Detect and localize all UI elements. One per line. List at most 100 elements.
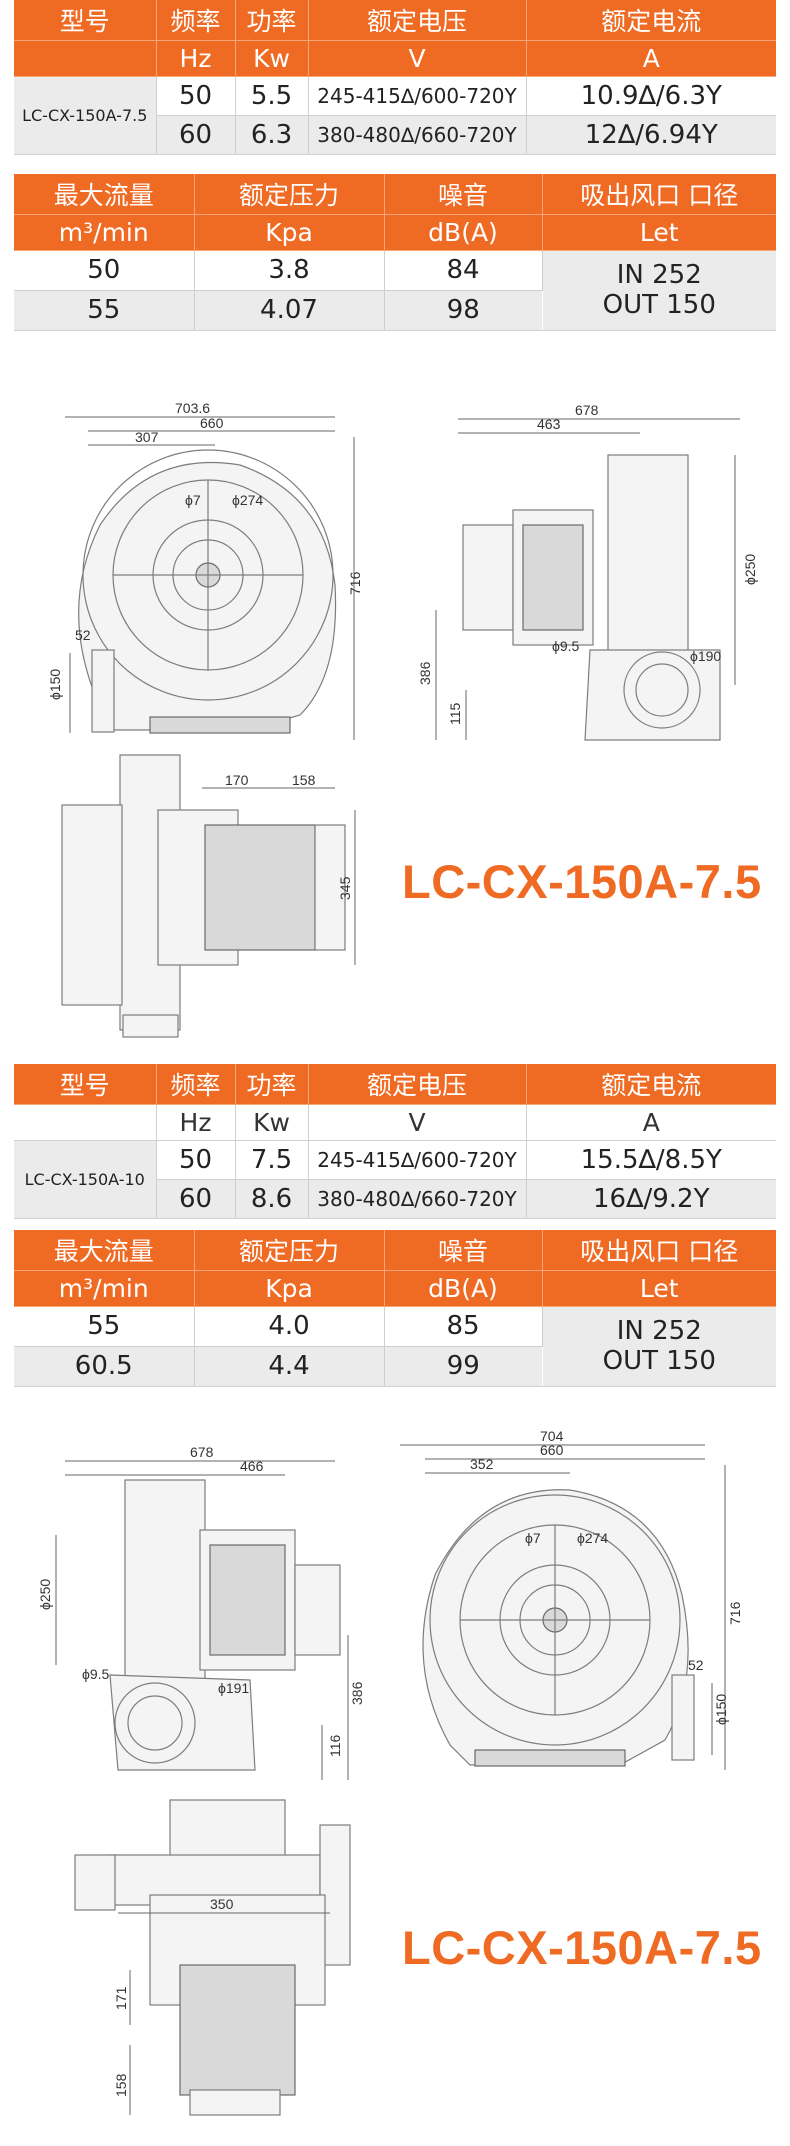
hz-cell: 60 [156, 115, 236, 155]
dim-158: 158 [113, 2073, 129, 2097]
dim-115: 115 [447, 702, 463, 725]
model-title-1: LC-CX-150A-7.5 [402, 855, 762, 908]
hdr-voltage: 额定电压 [308, 0, 527, 41]
perf-table-1: 最大流量 额定压力 噪音 吸出风口 口径 m³/min Kpa dB(A) Le… [14, 174, 776, 331]
unit-a: A [526, 1104, 776, 1141]
port-cell: IN 252 OUT 150 [542, 250, 776, 331]
front-view-2: 704 660 352 716 ϕ7 ϕ274 52 ϕ150 [400, 1428, 743, 1770]
dim-phi274: ϕ274 [577, 1530, 608, 1546]
dim-660: 660 [540, 1442, 564, 1458]
noise-cell: 84 [384, 250, 543, 291]
dim-352: 352 [470, 1456, 494, 1472]
hdr-model-blank [14, 1104, 157, 1141]
unit-flow: m³/min [14, 1270, 195, 1307]
hdr-model-blank [14, 40, 157, 77]
hdr-voltage: 额定电压 [308, 1064, 527, 1105]
dim-phi150: ϕ150 [47, 669, 63, 700]
port-cell: IN 252 OUT 150 [542, 1306, 776, 1387]
current-cell: 12∆/6.94Y [526, 115, 776, 155]
dim-171: 171 [113, 1986, 129, 2010]
voltage-cell: 245-415∆/600-720Y [308, 1140, 527, 1180]
unit-kw: Kw [235, 40, 309, 77]
hdr-pressure: 额定压力 [194, 1230, 385, 1271]
top-view: 170 158 345 [61, 754, 356, 1038]
port-out: OUT 150 [602, 1346, 716, 1376]
voltage-cell: 380-480∆/660-720Y [308, 1179, 527, 1219]
dim-phi190: ϕ190 [690, 648, 721, 664]
kw-cell: 7.5 [235, 1140, 309, 1180]
dim-phi250: ϕ250 [37, 1579, 53, 1610]
dim-52: 52 [75, 627, 91, 643]
hdr-flow: 最大流量 [14, 174, 195, 215]
unit-port: Let [542, 1270, 776, 1307]
dim-716: 716 [347, 571, 363, 595]
dim-350: 350 [210, 1896, 234, 1912]
port-in: IN 252 [616, 1316, 702, 1346]
unit-pressure: Kpa [194, 214, 385, 251]
dim-703-6: 703.6 [175, 400, 210, 416]
dim-phi191: ϕ191 [218, 1680, 249, 1696]
dim-386: 386 [417, 661, 433, 685]
current-cell: 10.9∆/6.3Y [526, 76, 776, 116]
unit-v: V [308, 40, 527, 77]
flow-cell: 55 [14, 1306, 195, 1347]
hdr-power: 功率 [235, 0, 309, 41]
pressure-cell: 3.8 [194, 250, 385, 291]
unit-hz: Hz [156, 1104, 236, 1141]
dim-116: 116 [327, 1734, 343, 1757]
unit-port: Let [542, 214, 776, 251]
dim-phi9-5: ϕ9.5 [82, 1666, 110, 1682]
unit-pressure: Kpa [194, 1270, 385, 1307]
flow-cell: 55 [14, 290, 195, 331]
drawing-1: 703.6 660 307 716 ϕ7 ϕ274 52 ϕ150 678 46… [47, 400, 758, 1038]
model-name: LC-CX-150A-7.5 [14, 76, 157, 155]
hdr-freq: 频率 [156, 1064, 236, 1105]
dim-386: 386 [349, 1681, 365, 1705]
port-in: IN 252 [616, 260, 702, 290]
dim-678: 678 [190, 1444, 214, 1460]
top-view-2: 350 171 158 [74, 1799, 351, 2116]
dim-466: 466 [240, 1458, 264, 1474]
dim-phi150: ϕ150 [713, 1694, 729, 1725]
side-view-2: 678 466 ϕ250 ϕ9.5 ϕ191 386 116 [37, 1444, 365, 1780]
kw-cell: 6.3 [235, 115, 309, 155]
flow-cell: 60.5 [14, 1346, 195, 1387]
dim-660: 660 [200, 415, 224, 431]
dim-158: 158 [292, 772, 316, 788]
dim-phi250: ϕ250 [742, 554, 758, 585]
noise-cell: 85 [384, 1306, 543, 1347]
model-title-2: LC-CX-150A-7.5 [402, 1921, 762, 1974]
hdr-flow: 最大流量 [14, 1230, 195, 1271]
kw-cell: 8.6 [235, 1179, 309, 1219]
dim-phi7: ϕ7 [185, 492, 201, 508]
unit-a: A [526, 40, 776, 77]
side-view: 678 463 ϕ250 386 115 ϕ9.5 ϕ190 [417, 402, 758, 741]
dim-phi7: ϕ7 [525, 1530, 541, 1546]
perf-table-2: 最大流量 额定压力 噪音 吸出风口 口径 m³/min Kpa dB(A) Le… [14, 1230, 776, 1387]
hdr-freq: 频率 [156, 0, 236, 41]
front-view: 703.6 660 307 716 ϕ7 ϕ274 52 ϕ150 [47, 400, 363, 740]
unit-hz: Hz [156, 40, 236, 77]
dim-716: 716 [727, 1601, 743, 1625]
hdr-power: 功率 [235, 1064, 309, 1105]
drawing-2: 678 466 ϕ250 ϕ9.5 ϕ191 386 116 704 660 3… [37, 1428, 743, 2116]
hdr-pressure: 额定压力 [194, 174, 385, 215]
hz-cell: 60 [156, 1179, 236, 1219]
current-cell: 16∆/9.2Y [526, 1179, 776, 1219]
flow-cell: 50 [14, 250, 195, 291]
noise-cell: 99 [384, 1346, 542, 1387]
dim-678: 678 [575, 402, 599, 418]
hdr-model: 型号 [14, 0, 157, 41]
spec-table-1: 型号 频率 功率 额定电压 额定电流 Hz Kw V A LC-CX-150A-… [14, 0, 776, 155]
hdr-port: 吸出风口 口径 [542, 1230, 776, 1271]
voltage-cell: 245-415∆/600-720Y [308, 76, 527, 116]
unit-kw: Kw [235, 1104, 309, 1141]
dim-463: 463 [537, 416, 561, 432]
hdr-model: 型号 [14, 1064, 157, 1105]
voltage-cell: 380-480∆/660-720Y [308, 115, 527, 155]
model-name: LC-CX-150A-10 [14, 1140, 157, 1219]
unit-flow: m³/min [14, 214, 195, 251]
hdr-noise: 噪音 [384, 1230, 543, 1271]
hz-cell: 50 [156, 1140, 236, 1180]
dim-phi9-5: ϕ9.5 [552, 638, 580, 654]
